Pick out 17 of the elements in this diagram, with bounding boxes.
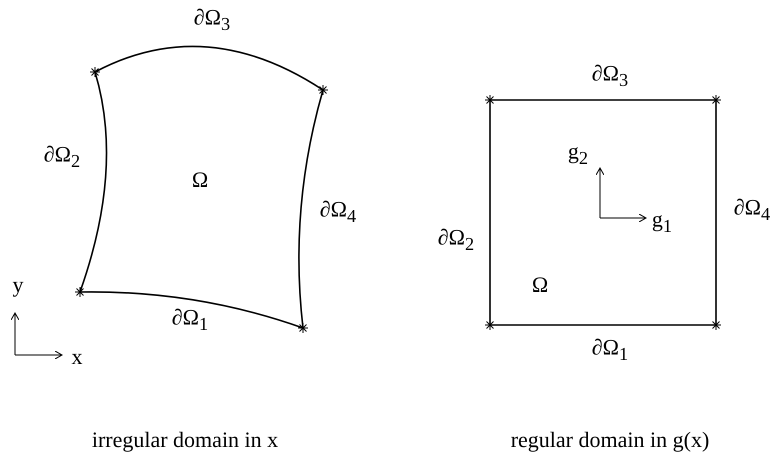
caption: regular domain in g(x) [510,429,710,451]
boundary-label: ∂Ω$_{2}$ [44,144,80,170]
domain-symbol: Ω [192,169,208,191]
axis-label: y [12,274,24,296]
domain-region [488,98,718,327]
boundary-label: ∂Ω$_{3}$ [592,62,628,90]
axis-label: g$_{2}$ [568,140,588,168]
boundary-label: ∂Ω$_{1}$ [172,306,208,334]
boundary-label: ∂Ω$_{2}$ [438,226,474,254]
boundary-label: ∂Ω$_{3}$ [194,6,230,34]
boundary-label: ∂Ω$_{4}$ [734,196,770,224]
axis-label: g$_{1}$ [652,208,672,236]
axis-label: x [72,346,82,368]
caption: irregular domain in x [92,429,278,451]
boundary-label: ∂Ω$_{1}$ [592,336,628,364]
boundary-label: ∂Ω$_{4}$ [320,198,356,226]
domain-symbol: Ω [532,274,548,296]
